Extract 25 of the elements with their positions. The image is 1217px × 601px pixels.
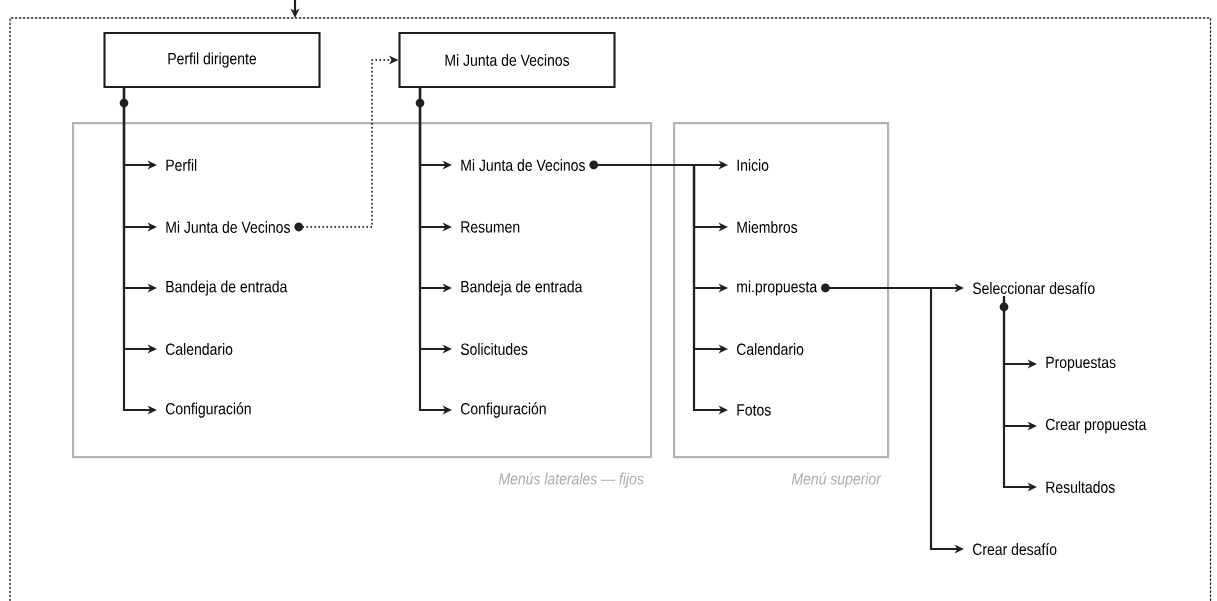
menu-item: Calendario — [166, 343, 233, 355]
menu-item: Configuración — [461, 402, 546, 418]
menu-item: Solicitudes — [460, 343, 528, 355]
menu-item: Seleccionar desafío — [972, 281, 1095, 295]
panel-caption: Menús laterales — fijos — [498, 472, 644, 488]
menu-item: Inicio — [737, 159, 769, 171]
menu-item: Resumen — [461, 221, 520, 233]
menu-item: Calendario — [737, 343, 804, 355]
menu-item: Crear desafío — [973, 542, 1057, 556]
menu-item: Mi Junta de Vecinos — [166, 221, 290, 233]
menu-item: Configuración — [166, 402, 251, 418]
menu-item: Miembros — [737, 221, 798, 233]
page-box: Perfil dirigente — [103, 31, 321, 89]
menu-item: Fotos — [737, 404, 771, 416]
menu-item: Propuestas — [1046, 356, 1116, 372]
menu-item: Mi Junta de Vecinos — [461, 159, 585, 171]
page-box: Mi Junta de Vecinos — [398, 31, 616, 89]
menu-item: Bandeja de entrada — [166, 280, 288, 296]
menu-item: Resultados — [1046, 481, 1115, 493]
menu-item: mi.propuesta — [737, 280, 818, 296]
menu-item: Crear propuesta — [1046, 418, 1147, 434]
dotted-frame — [9, 17, 1212, 601]
menu-item: Bandeja de entrada — [461, 280, 583, 296]
menu-item: Perfil — [166, 159, 197, 171]
panel-caption: Menú superior — [791, 472, 882, 488]
